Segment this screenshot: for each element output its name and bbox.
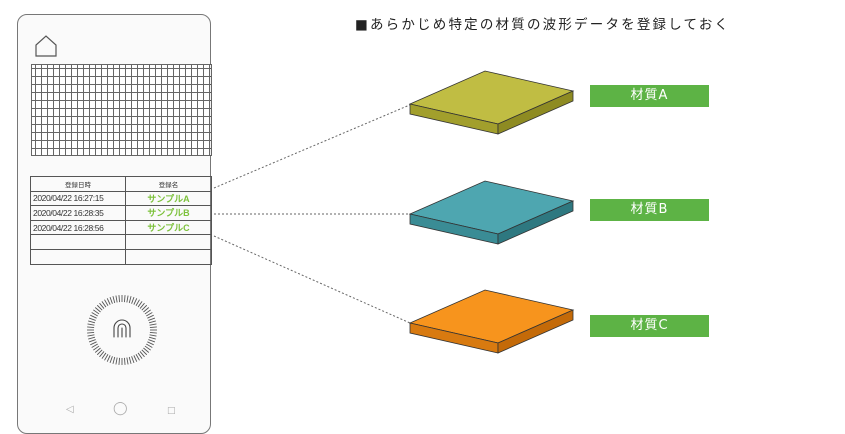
recent-apps-icon[interactable]: □ xyxy=(167,406,176,416)
waveform-dot-grid xyxy=(31,64,212,156)
home-icon[interactable] xyxy=(34,35,58,57)
material-label-b: 材質B xyxy=(590,199,709,221)
material-slab-b xyxy=(408,180,575,245)
connector-lines xyxy=(213,103,413,324)
page-title: ■あらかじめ特定の材質の波形データを登録しておく xyxy=(355,17,731,33)
sensor-ring-ticks xyxy=(87,295,157,365)
connector-line-a xyxy=(213,103,413,189)
fingerprint-sensor[interactable] xyxy=(84,292,160,368)
table-row[interactable] xyxy=(30,248,212,265)
back-icon[interactable]: ◁ xyxy=(66,404,74,415)
material-label-a: 材質A xyxy=(590,85,709,107)
table-row[interactable] xyxy=(30,234,212,250)
connector-line-c xyxy=(213,235,411,324)
material-label-c: 材質C xyxy=(590,315,709,337)
material-slab-a xyxy=(408,70,575,135)
material-slab-c xyxy=(408,289,575,354)
home-circle-icon[interactable]: ◯ xyxy=(113,401,128,416)
row-name xyxy=(125,248,212,265)
fingerprint-icon xyxy=(113,319,131,338)
material-diagram xyxy=(213,70,575,354)
registration-table: 登録日時 登録名 2020/04/22 16:27:15 サンプルA 2020/… xyxy=(30,176,212,265)
